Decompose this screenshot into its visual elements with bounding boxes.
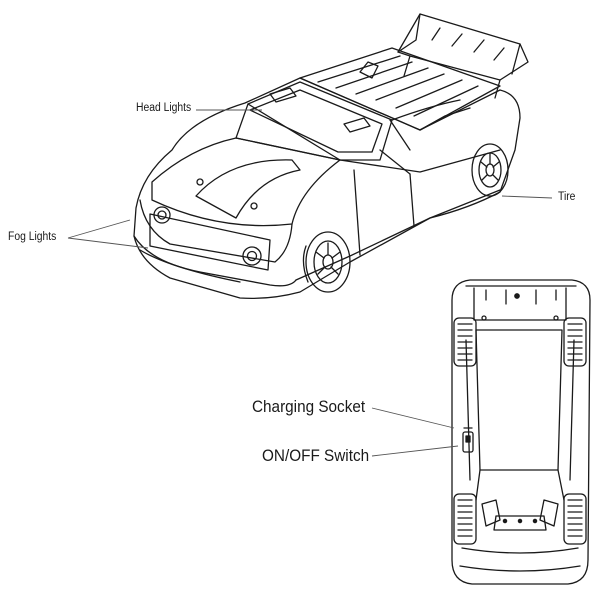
tire-label: Tire: [558, 191, 576, 203]
tire-leader: [501, 195, 553, 199]
callout-lines: [67, 109, 553, 457]
rear-wing: [397, 13, 529, 99]
on-off-switch-part: [462, 431, 474, 453]
rear-left-tire: [453, 317, 477, 367]
front-left-tire: [453, 493, 477, 545]
on-off-switch-label: ON/OFF Switch: [262, 446, 370, 465]
charging-socket-label: Charging Socket: [252, 397, 366, 416]
fog-lights-label: Fog Lights: [8, 231, 57, 243]
head-lights-label: Head Lights: [136, 102, 192, 114]
rear-right-tire: [563, 317, 587, 367]
car-top-view-illustration: [451, 279, 591, 585]
fog-lights-leader: [67, 219, 149, 249]
charging-socket-leader: [371, 407, 455, 429]
rear-wheel: [471, 143, 509, 197]
front-right-tire: [563, 493, 587, 545]
car-body: [133, 77, 521, 300]
car-perspective-illustration: [133, 13, 529, 300]
front-wheel: [302, 231, 351, 293]
on-off-switch-leader: [371, 445, 459, 457]
